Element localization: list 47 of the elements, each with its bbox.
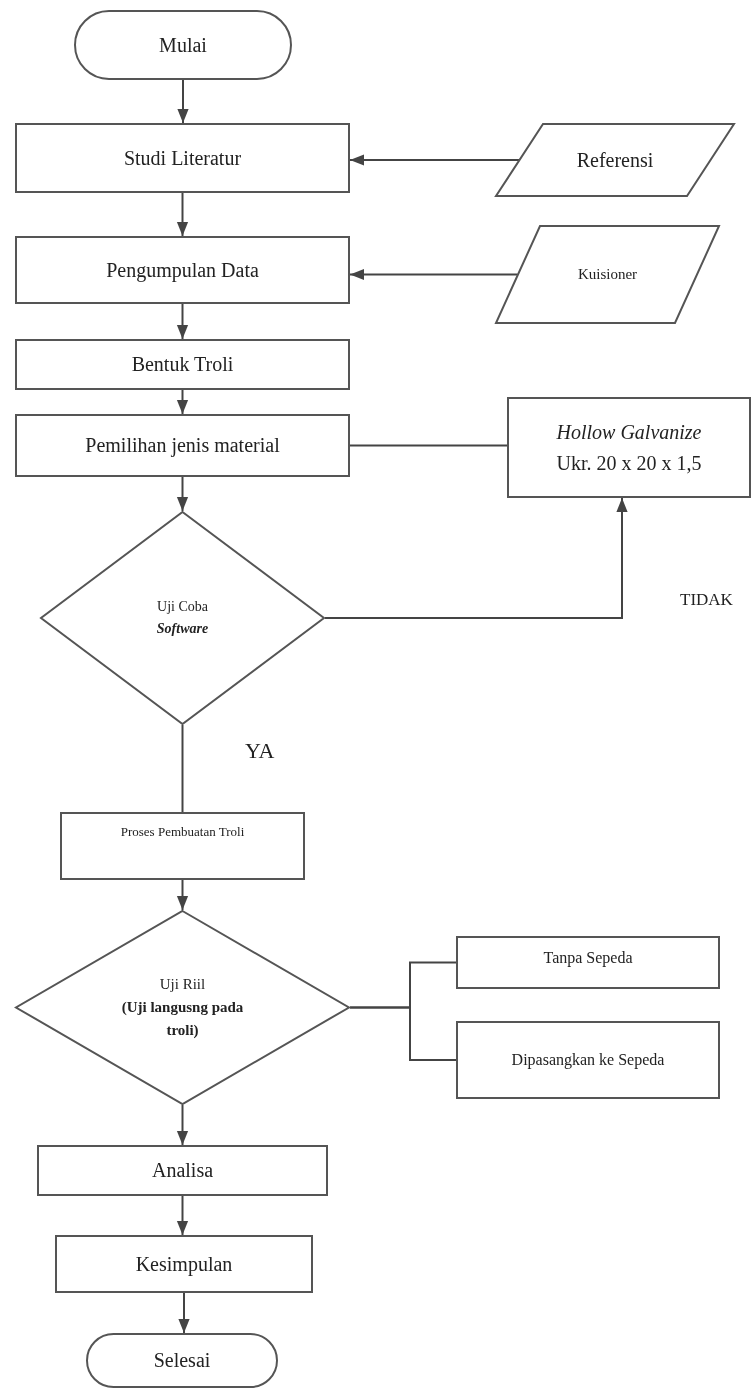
node-label: Dipasangkan ke Sepeda — [511, 1049, 665, 1071]
process-box — [15, 123, 350, 193]
node-label: Referensi — [576, 147, 654, 173]
process-box — [37, 1145, 328, 1196]
node-label: Uji Coba — [157, 598, 208, 617]
process-box — [15, 236, 350, 304]
process-box — [15, 414, 350, 477]
node-label: Studi Literatur — [123, 145, 242, 171]
input-parallelogram — [495, 225, 720, 324]
node-label: Proses Pembuatan Troli — [120, 823, 245, 841]
arrow — [176, 303, 189, 340]
process-box — [507, 397, 751, 498]
node-label: Pemilihan jenis material — [85, 433, 280, 459]
node-label: Tanpa Sepeda — [543, 948, 633, 969]
arrow — [178, 1292, 190, 1334]
node-label: Software — [156, 620, 209, 638]
arrow — [349, 154, 520, 166]
arrow — [176, 192, 189, 237]
node-label: Bentuk Troli — [131, 352, 234, 377]
process-box — [15, 339, 350, 390]
edge-label: YA — [245, 738, 275, 764]
node-label: Analisa — [151, 1158, 214, 1183]
decision-diamond — [15, 910, 350, 1105]
node-label: (Uji langusng pada troli) — [120, 997, 245, 1041]
node-label: Pengumpulan Data — [106, 257, 259, 284]
arrow — [176, 1104, 189, 1146]
arrow — [349, 268, 519, 281]
node-label: Kuisioner — [577, 264, 638, 284]
input-parallelogram — [495, 123, 735, 197]
arrow — [324, 497, 628, 619]
node-label: Uji Riil — [159, 974, 206, 994]
arrow — [176, 1195, 189, 1236]
arrow — [176, 389, 189, 415]
edge-label: TIDAK — [680, 590, 733, 610]
arrow — [176, 476, 189, 512]
process-box — [456, 936, 720, 989]
process-box — [55, 1235, 313, 1293]
node-label: Selesai — [153, 1348, 211, 1373]
arrow — [176, 879, 189, 911]
node-label: Kesimpulan — [135, 1251, 233, 1278]
node-label: Mulai — [159, 32, 207, 58]
node-label: Hollow Galvanize — [556, 419, 702, 445]
process-box — [60, 812, 305, 880]
node-label: Ukr. 20 x 20 x 1,5 — [556, 450, 702, 476]
arrow — [177, 79, 189, 124]
process-box — [456, 1021, 720, 1099]
decision-diamond — [40, 511, 325, 725]
